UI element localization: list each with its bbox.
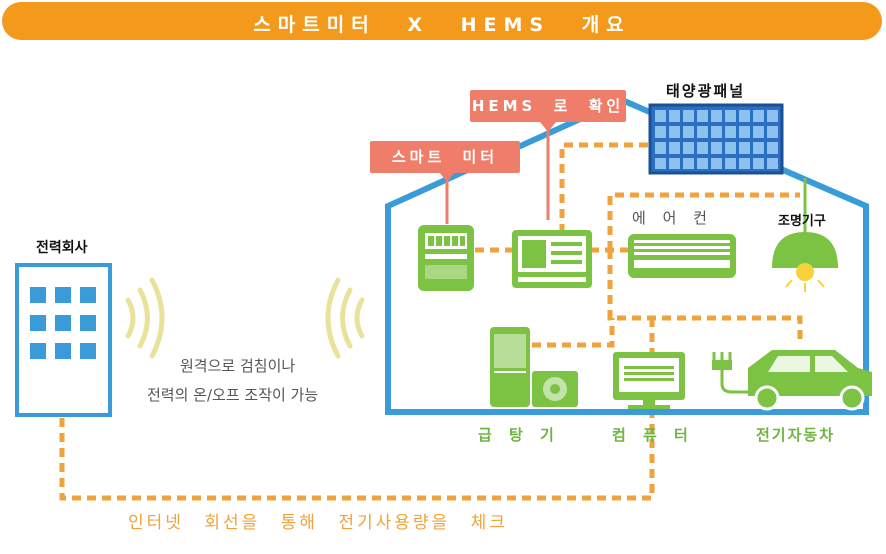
boiler-icon (490, 327, 578, 407)
computer-icon (613, 352, 685, 409)
aircon-label: 에 어 컨 (632, 209, 713, 227)
connection-lines (59, 142, 803, 501)
callout-pointers (439, 122, 556, 224)
banner-title: 스마트미터 X HEMS 개요 (253, 14, 631, 36)
lamp-icon (772, 178, 838, 292)
title-banner: 스마트미터 X HEMS 개요 (2, 2, 882, 40)
remote-text-line2: 전력의 온/오프 조작이 가능 (147, 386, 319, 404)
bottom-caption: 인터넷 회선을 통해 전기사용량을 체크 (128, 513, 508, 533)
building-icon (15, 263, 112, 417)
charging-plug-icon (712, 352, 748, 394)
solar-panel-icon (648, 103, 784, 175)
power-company-label: 전력회사 (36, 240, 88, 256)
ev-label: 전기자동차 (756, 426, 836, 444)
remote-text-line1: 원격으로 검침이나 (180, 357, 296, 375)
smart-meter-callout: 스마트 미터 (370, 141, 520, 173)
signal-waves-right-icon (325, 277, 365, 359)
hems-callout: HEMS 로 확인 (470, 90, 626, 122)
aircon-icon (628, 234, 736, 278)
boiler-label: 급 탕 기 (478, 426, 560, 444)
hems-monitor-icon (512, 230, 592, 288)
computer-label: 컴 퓨 터 (612, 426, 694, 444)
solar-panel-label: 태양광패널 (666, 82, 746, 100)
smart-meter-icon (418, 225, 474, 291)
ev-car-icon (748, 350, 872, 411)
signal-waves-left-icon (125, 277, 165, 359)
lighting-label: 조명기구 (778, 214, 826, 229)
